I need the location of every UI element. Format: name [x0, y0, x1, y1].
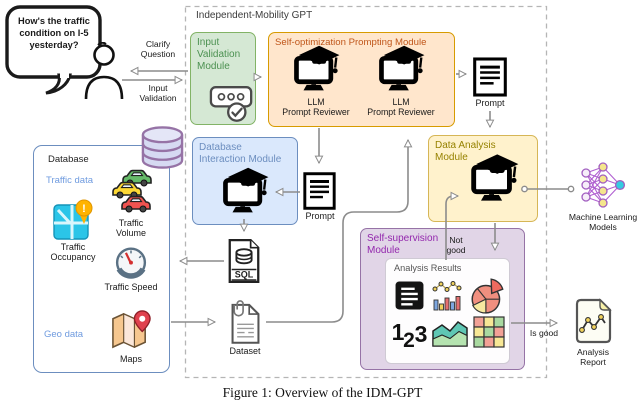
- traffic-volume-icon: [112, 169, 152, 213]
- prompt-reviewer-label: Prompt Reviewer: [282, 107, 350, 118]
- database-panel-title: Database: [48, 154, 89, 165]
- dataset-label: Dataset: [229, 346, 261, 356]
- llm-prompt-reviewer-1-icon: [291, 44, 341, 96]
- prompt-top-label: Prompt: [475, 98, 505, 108]
- user-icon: [84, 42, 124, 100]
- analysis-results-title: Analysis Results: [394, 263, 462, 273]
- sql-file-label: SQL: [235, 270, 254, 280]
- traffic-occupancy-label: Traffic Occupancy: [50, 242, 96, 263]
- traffic-volume-label: Traffic Volume: [115, 218, 147, 239]
- prompt-mid-label: Prompt: [305, 211, 335, 221]
- user-question-text: How's the traffic condition on I-5 yeste…: [18, 16, 90, 51]
- dataset-file-icon: [227, 298, 264, 345]
- self-optimization-module-title: Self-optimization Prompting Module: [275, 37, 427, 48]
- llm-reviewer-1-label: LLM Prompt Reviewer: [281, 97, 351, 117]
- traffic-data-section-label: Traffic data: [46, 175, 93, 186]
- machine-learning-models-label: Machine Learning Models: [568, 212, 638, 232]
- input-validation-module: Input Validation Module: [190, 32, 256, 125]
- validation-check-icon: [209, 83, 255, 124]
- maps-icon: [110, 309, 153, 352]
- llm-prompt-reviewer-2-icon: [376, 44, 426, 96]
- speech-bubble-icon: [5, 5, 102, 95]
- occupancy-alert-badge: !: [82, 203, 86, 215]
- geo-data-section-label: Geo data: [44, 329, 84, 340]
- clarify-question-label: Clarify Question: [140, 39, 176, 59]
- report-text-icon: [394, 280, 425, 311]
- sql-file-icon: SQL: [225, 238, 263, 284]
- data-analysis-module-title: Data Analysis Module: [435, 140, 496, 163]
- analysis-report-icon: [572, 296, 614, 346]
- prompt-document-mid-icon: [302, 172, 337, 210]
- llm-label: LLM: [392, 97, 410, 107]
- is-good-label: Is good: [529, 328, 559, 338]
- database-cylinder-icon: [139, 123, 186, 172]
- input-validation-module-title: Input Validation Module: [197, 37, 241, 72]
- not-good-label: Not good: [446, 235, 466, 255]
- llm-reviewer-2-label: LLM Prompt Reviewer: [366, 97, 436, 117]
- prompt-document-top-icon: [472, 57, 508, 97]
- figure-caption: Figure 1: Overview of the IDM-GPT: [222, 385, 423, 400]
- traffic-occupancy-icon: !: [52, 197, 96, 241]
- llm-database-interaction-icon: [220, 166, 270, 218]
- llm-data-analysis-icon: [468, 152, 520, 207]
- maps-label: Maps: [119, 354, 142, 364]
- digit-3: 3: [415, 321, 428, 347]
- analysis-report-label: Analysis Report: [577, 347, 609, 367]
- numbers-123-icon: 1 2 3: [392, 319, 428, 350]
- idm-container-title: Independent-Mobility GPT: [196, 10, 313, 21]
- llm-label: LLM: [307, 97, 325, 107]
- prompt-reviewer-label: Prompt Reviewer: [367, 107, 435, 118]
- heatmap-grid-icon: [472, 315, 506, 349]
- digit-1: 1: [392, 319, 405, 345]
- database-interaction-module-title: Database Interaction Module: [199, 142, 282, 165]
- machine-learning-models-icon: [578, 160, 628, 210]
- traffic-speed-icon: [112, 245, 150, 282]
- traffic-speed-label: Traffic Speed: [104, 282, 158, 292]
- input-validation-label: Input Validation: [139, 83, 177, 103]
- area-chart-icon: [431, 317, 469, 349]
- combo-chart-icon: [431, 280, 465, 312]
- digit-2: 2: [403, 329, 415, 350]
- pie-chart-icon: [468, 277, 508, 315]
